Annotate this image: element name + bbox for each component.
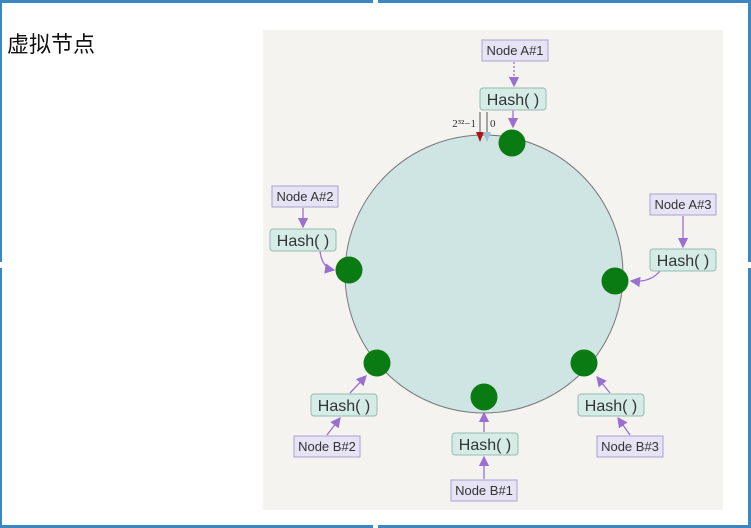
frame-top-left xyxy=(0,0,373,3)
hash-box-b3 xyxy=(577,393,645,417)
zero-marker-icon xyxy=(483,132,491,142)
node-box-b3 xyxy=(596,435,664,458)
node-label-b3: Node B#3 xyxy=(601,439,659,454)
frame-bottom-left xyxy=(0,525,373,528)
frame-bottom-right xyxy=(378,525,751,528)
ring-point-a2 xyxy=(335,256,363,284)
ring-point-b1 xyxy=(470,383,498,411)
ring-point-a1 xyxy=(498,129,526,157)
ring-point-a3 xyxy=(601,267,629,295)
node-box-a2 xyxy=(271,185,339,208)
node-box-b2 xyxy=(293,435,361,458)
arrow-hash-to-ring-b2 xyxy=(349,375,367,394)
node-label-a1: Node A#1 xyxy=(486,43,543,58)
hash-label-a3: Hash( ) xyxy=(657,253,709,270)
node-label-a3: Node A#3 xyxy=(654,197,711,212)
frame-left-top xyxy=(0,0,2,262)
hash-label-b1: Hash( ) xyxy=(459,437,511,454)
arrow-hash-to-ring-a2 xyxy=(319,250,336,274)
hash-box-a2 xyxy=(269,228,337,252)
hash-label-a2: Hash( ) xyxy=(277,233,329,250)
frame-left-bottom xyxy=(0,268,2,528)
frame-top-right xyxy=(378,0,751,3)
hash-label-a1: Hash( ) xyxy=(487,92,539,109)
node-box-a3 xyxy=(649,193,717,216)
node-label-a2: Node A#2 xyxy=(276,189,333,204)
max-marker-icon xyxy=(476,132,484,142)
node-box-a1 xyxy=(481,39,549,62)
section-title: 虚拟节点 xyxy=(7,32,96,57)
hash-label-b3: Hash( ) xyxy=(585,398,637,415)
arrow-hash-to-ring-a3 xyxy=(629,270,661,288)
hash-box-a3 xyxy=(649,248,717,272)
hash-box-b1 xyxy=(451,432,519,456)
frame-right-top xyxy=(748,0,751,262)
hash-box-a1 xyxy=(479,87,547,111)
ring-point-b2 xyxy=(363,349,391,377)
frame-right-bottom xyxy=(748,268,751,528)
arrow-b3-to-hash xyxy=(617,416,631,436)
ring-point-b3 xyxy=(570,349,598,377)
node-label-b1: Node B#1 xyxy=(455,483,513,498)
arrow-hash-to-ring-b3 xyxy=(596,375,611,394)
node-box-b1 xyxy=(450,479,518,502)
arrow-b2-to-hash xyxy=(326,416,341,436)
zero-label: 0 xyxy=(490,118,496,130)
hash-box-b2 xyxy=(310,393,378,417)
node-label-b2: Node B#2 xyxy=(298,439,356,454)
max-label: 2³²−1 xyxy=(452,118,476,130)
hash-label-b2: Hash( ) xyxy=(318,398,370,415)
